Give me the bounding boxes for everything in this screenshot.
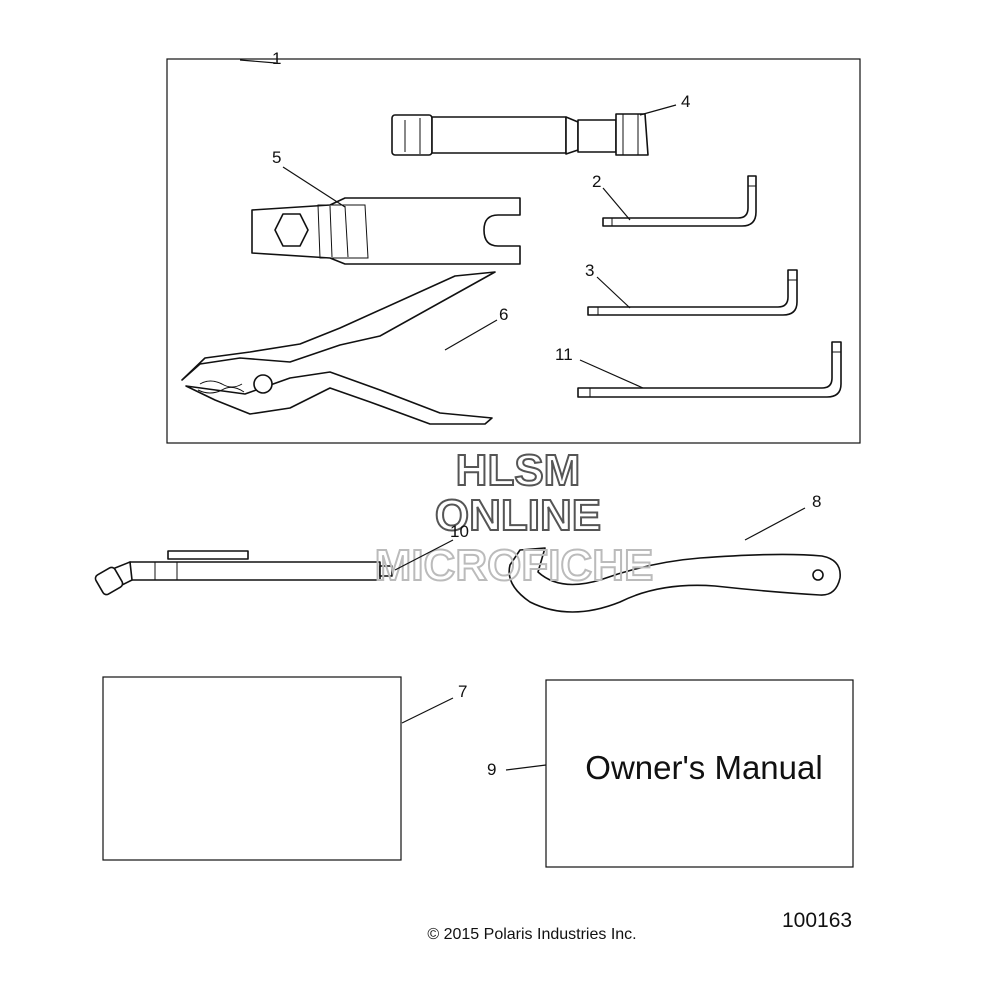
callout-6: 6 — [499, 305, 508, 324]
leader-lines — [239, 59, 806, 771]
callout-7: 7 — [458, 682, 467, 701]
socket-wrench-part — [391, 113, 649, 156]
hex-key-large-part — [577, 341, 842, 398]
watermark-line-1: HLSM — [456, 446, 581, 495]
spanner-tool-part — [251, 197, 521, 265]
watermark: HLSM ONLINE MICROFICHE — [374, 445, 655, 591]
callout-10: 10 — [450, 522, 469, 541]
callout-9: 9 — [487, 760, 496, 779]
tool-kit-frame — [166, 58, 861, 444]
callout-8: 8 — [812, 492, 821, 511]
owners-manual-label: Owner's Manual — [585, 749, 822, 786]
owners-manual-part — [545, 679, 854, 868]
callout-2: 2 — [592, 172, 601, 191]
hex-key-medium-part — [587, 269, 798, 316]
watermark-line-2: ONLINE — [435, 491, 601, 540]
pliers-part — [181, 271, 496, 425]
figure-number: 100163 — [782, 909, 852, 932]
callout-1: 1 — [272, 49, 281, 68]
callout-3: 3 — [585, 261, 594, 280]
callout-4: 4 — [681, 92, 690, 111]
hook-spanner-part — [508, 547, 841, 613]
callouts: 1 4 5 2 3 6 11 10 8 7 9 — [272, 49, 821, 779]
gauge-tool-part — [94, 550, 393, 596]
copyright-notice: © 2015 Polaris Industries Inc. — [427, 926, 636, 943]
hex-key-small-part — [602, 175, 757, 227]
callout-5: 5 — [272, 148, 281, 167]
card-part — [102, 676, 402, 861]
callout-11: 11 — [555, 345, 573, 364]
watermark-line-3: MICROFICHE — [375, 541, 654, 590]
